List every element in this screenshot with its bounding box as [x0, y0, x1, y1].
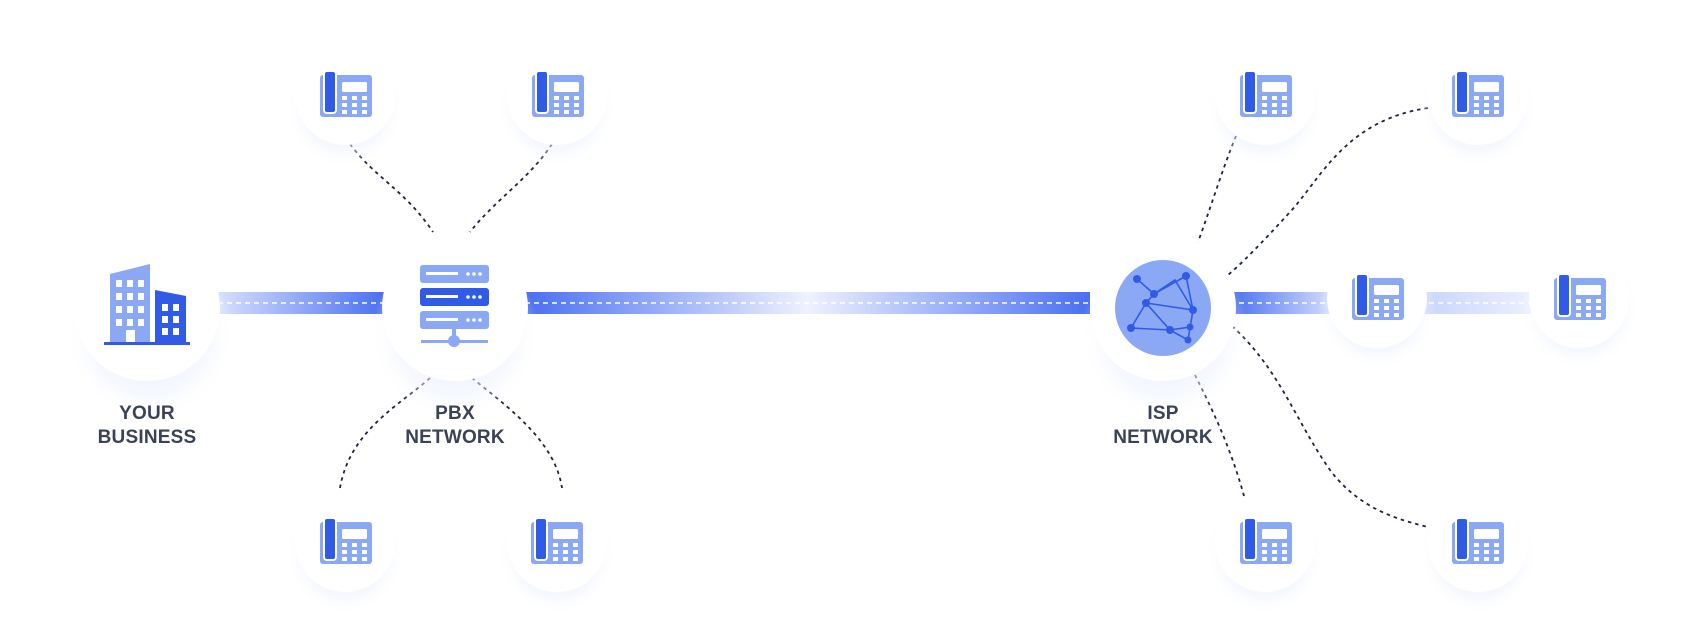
your-business-label-line1: YOUR — [119, 403, 175, 424]
isp-phone-1 — [1205, 45, 1325, 168]
desk-phone-icon — [1351, 273, 1405, 321]
your-business-label: YOUR BUSINESS — [80, 402, 214, 450]
isp-phone-2 — [1418, 45, 1538, 168]
isp-network-label: ISP NETWORK — [1098, 402, 1228, 450]
desk-phone-icon — [319, 70, 373, 118]
connector-pbx-phone-1 — [349, 143, 434, 233]
pbx-network-label: PBX NETWORK — [390, 402, 520, 450]
desk-phone-icon — [530, 517, 584, 565]
node-isp-network — [1080, 235, 1250, 420]
pbx-network-label-line2: NETWORK — [405, 427, 505, 448]
backbone-links — [200, 292, 1540, 314]
connector-pbx-phone-2 — [469, 143, 553, 233]
office-building-icon — [104, 264, 190, 345]
pbx-network-label-line1: PBX — [435, 403, 475, 424]
pbx-phone-1 — [285, 45, 405, 168]
isp-phone-4 — [1520, 248, 1640, 370]
isp-network-label-line1: ISP — [1147, 403, 1179, 424]
connector-isp-phone-3 — [1194, 374, 1245, 497]
desk-phone-icon — [1553, 273, 1607, 321]
desk-phone-icon — [1239, 517, 1293, 565]
desk-phone-icon — [319, 517, 373, 565]
connector-pbx-phone-3 — [339, 377, 431, 489]
server-rack-icon — [420, 265, 489, 347]
desk-phone-icon — [531, 70, 585, 118]
isp-phone-6 — [1418, 492, 1538, 615]
pbx-phone-3 — [285, 492, 405, 615]
your-business-label-line2: BUSINESS — [97, 427, 197, 448]
isp-network-label-line2: NETWORK — [1113, 427, 1213, 448]
connector-isp-phone-4 — [1231, 325, 1429, 528]
isp-phone-5 — [1205, 492, 1325, 615]
desk-phone-icon — [1239, 70, 1293, 118]
desk-phone-icon — [1451, 517, 1505, 565]
node-your-business — [65, 235, 235, 420]
link-phone-phone — [1420, 292, 1540, 314]
desk-phone-icon — [1451, 70, 1505, 118]
isp-phone-3 — [1318, 248, 1438, 370]
pbx-phone-4 — [497, 492, 617, 615]
pbx-phone-2 — [497, 45, 617, 168]
node-pbx-network — [370, 235, 540, 420]
globe-network-icon — [1115, 260, 1211, 356]
